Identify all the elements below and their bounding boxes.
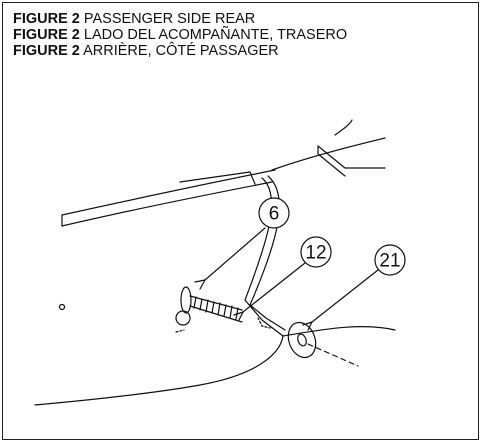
leader-lines — [194, 227, 379, 331]
leader-line-12 — [242, 262, 306, 313]
callout-12: 12 — [300, 236, 332, 268]
washer-part — [287, 321, 359, 367]
figure-captions: FIGURE 2 PASSENGER SIDE REAR FIGURE 2 LA… — [13, 11, 347, 59]
leader-arrow-12 — [233, 311, 244, 321]
caption-english: FIGURE 2 PASSENGER SIDE REAR — [13, 11, 347, 27]
figure-label: FIGURE 2 — [13, 27, 80, 43]
caption-text: PASSENGER SIDE REAR — [83, 11, 256, 27]
caption-french: FIGURE 2 ARRIÈRE, CÔTÉ PASSAGER — [13, 43, 347, 59]
figure-label: FIGURE 2 — [13, 11, 80, 27]
callout-6: 6 — [258, 197, 290, 229]
lower-body-panel — [34, 303, 396, 406]
leader-line-21 — [311, 269, 379, 323]
upper-body-panel — [61, 119, 386, 227]
callout-21: 21 — [374, 244, 406, 276]
callout-number: 12 — [305, 243, 326, 264]
leader-arrow-6 — [194, 279, 206, 290]
figure-label: FIGURE 2 — [13, 43, 80, 59]
bolt-part — [175, 286, 243, 333]
leader-arrow-21 — [302, 321, 313, 331]
callout-number: 21 — [379, 251, 400, 272]
leader-line-6 — [204, 227, 266, 281]
caption-text: ARRIÈRE, CÔTÉ PASSAGER — [83, 43, 279, 59]
nut-part — [257, 317, 271, 329]
caption-spanish: FIGURE 2 LADO DEL ACOMPAÑANTE, TRASERO — [13, 27, 347, 43]
callout-number: 6 — [269, 204, 280, 225]
caption-text: LADO DEL ACOMPAÑANTE, TRASERO — [83, 27, 348, 43]
